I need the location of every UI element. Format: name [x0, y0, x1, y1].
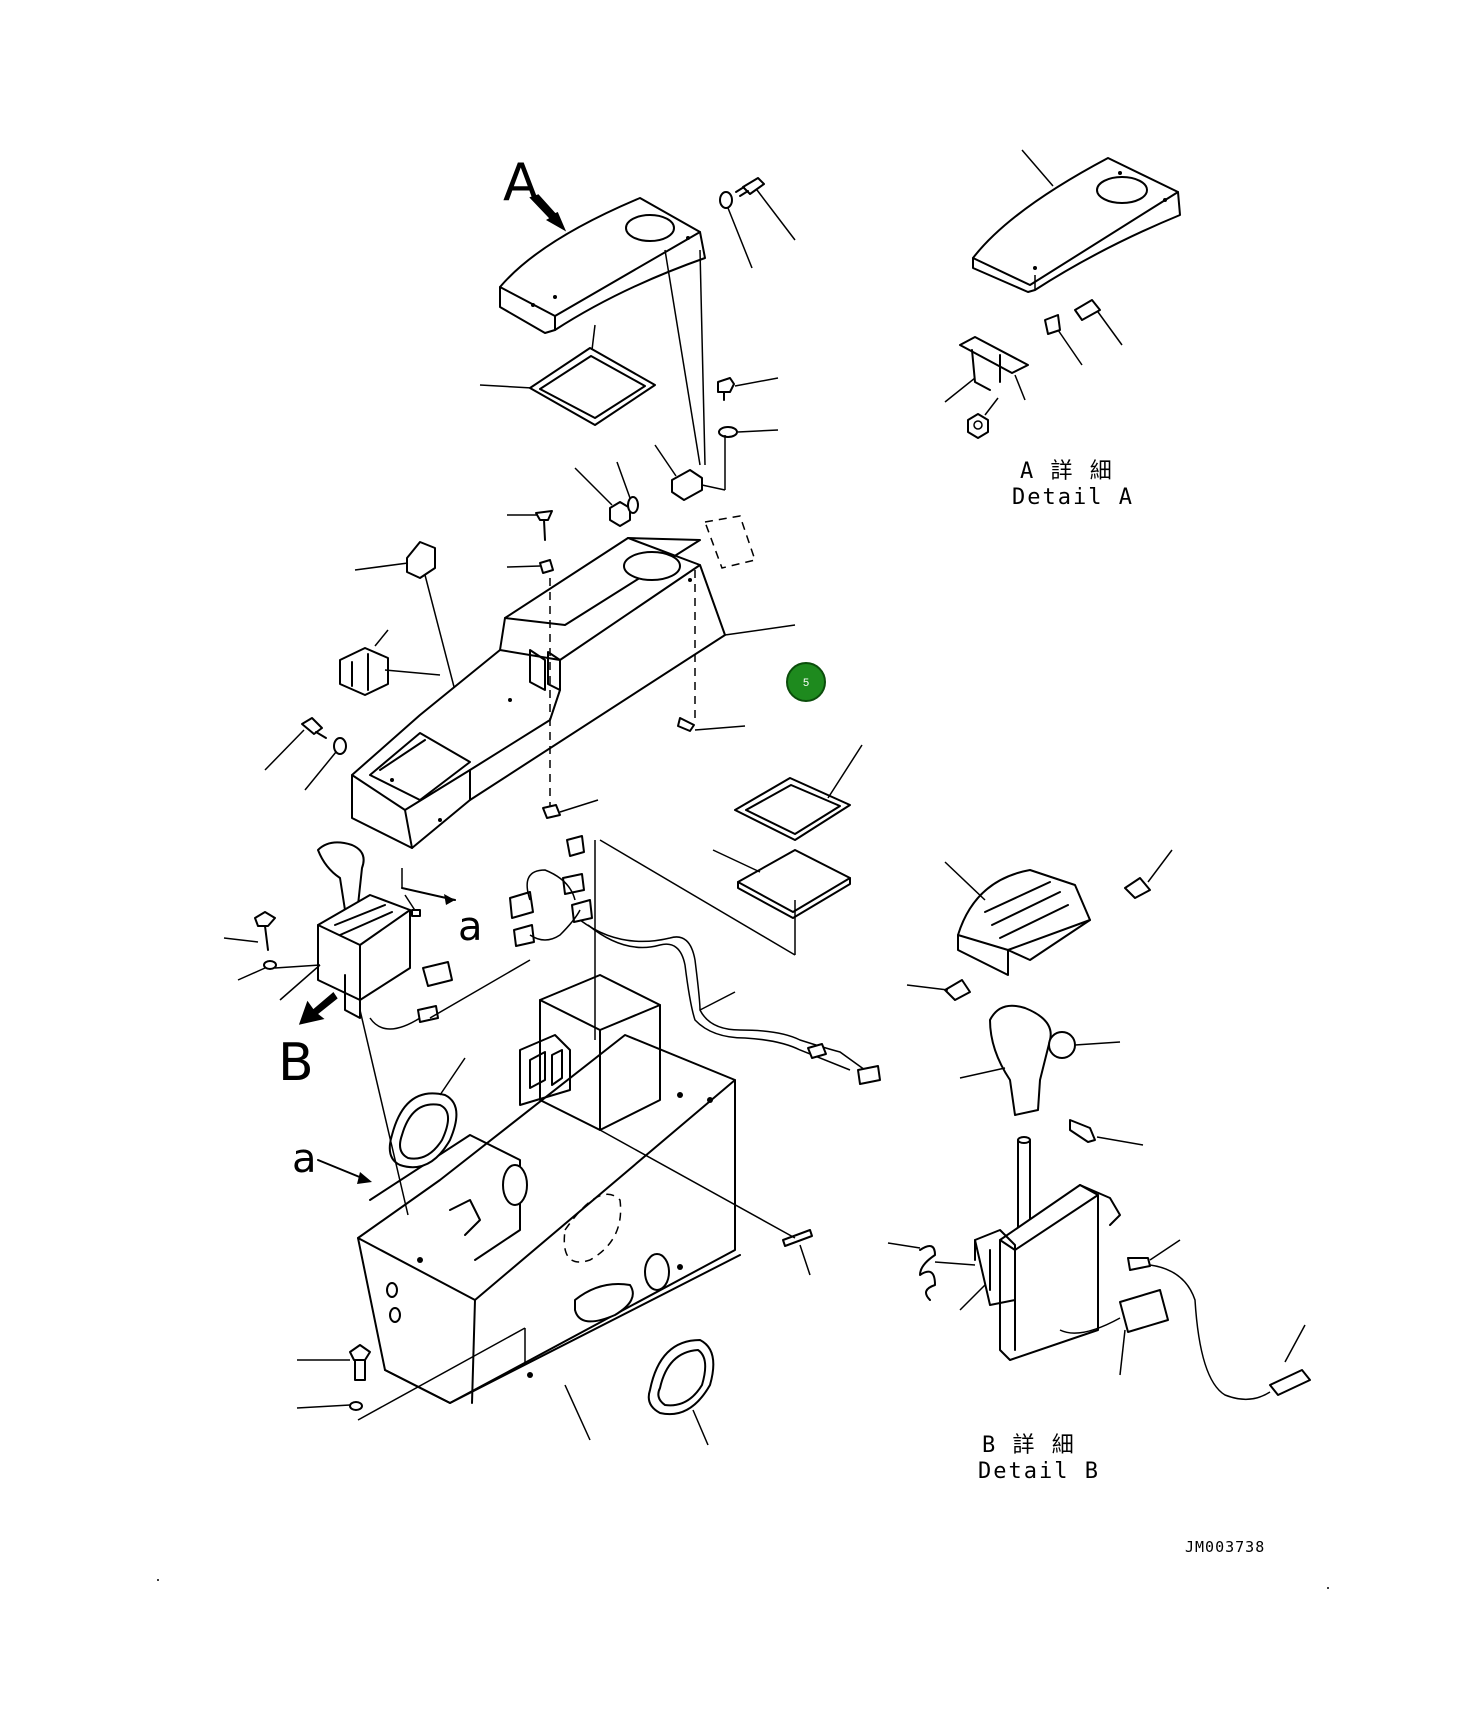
bolt-left-upper	[264, 717, 347, 791]
detail-b-sensor	[1127, 1239, 1311, 1401]
callout-badge-5[interactable]: 5	[786, 662, 826, 702]
hinge-bracket	[654, 249, 726, 501]
gasket-oval-left	[388, 1057, 466, 1169]
screw-upper	[507, 510, 553, 541]
detail-a-nut	[967, 397, 999, 439]
detail-b-knob	[959, 1004, 1121, 1116]
pin-console	[677, 717, 746, 732]
detail-a-bolt	[1044, 299, 1123, 366]
pad-frame-right	[734, 744, 863, 841]
view-label-a-lower-right: a	[458, 904, 483, 950]
detail-a-caption-jp: A 詳 細	[1020, 459, 1114, 484]
armrest-pad	[529, 347, 656, 426]
detail-b-caption-en: Detail B	[978, 1459, 1100, 1484]
wire-harness	[509, 835, 881, 1085]
detail-b-caption-jp: B 詳 細	[982, 1433, 1076, 1458]
detail-b-lever-assy	[974, 1136, 1121, 1361]
detail-b-bolt-upper	[1124, 849, 1173, 899]
detail-b-bolt-left	[906, 979, 971, 1001]
shift-lever-assy	[317, 841, 411, 1019]
arrow-a-icon	[529, 194, 567, 232]
detail-a-bracket	[944, 275, 1036, 403]
detail-b-spring	[887, 1242, 976, 1301]
connector-lever	[369, 959, 531, 1030]
console-box-upper	[351, 537, 726, 849]
detail-b-screw	[1069, 1119, 1144, 1146]
bolt-right-mid	[717, 377, 779, 438]
pad-sheet-right	[712, 849, 851, 919]
view-label-a: A	[503, 153, 539, 213]
clip-lower	[542, 799, 599, 819]
view-label-b: B	[278, 1033, 314, 1093]
switch-double	[339, 629, 441, 696]
arrow-b-icon	[298, 992, 338, 1025]
detail-a-caption-en: Detail A	[1012, 485, 1134, 510]
bolt-top-right	[719, 177, 796, 269]
console-frame-lower	[357, 974, 741, 1404]
bolt-bottom-left	[296, 1327, 526, 1421]
view-label-a-lower-left: a	[292, 1136, 317, 1182]
detail-b-cover	[944, 861, 1091, 976]
detail-a-cover	[972, 149, 1181, 293]
gasket-oval-right	[647, 1339, 715, 1446]
drawing-code: JM003738	[1185, 1538, 1265, 1556]
clip-upper	[506, 559, 554, 574]
gasket-plate	[703, 515, 756, 569]
detail-b-connector	[1059, 1289, 1169, 1376]
bolt-lever	[223, 911, 321, 1001]
armrest-cover-top	[499, 197, 706, 334]
pin-lower	[599, 1129, 813, 1276]
nut-washer	[574, 461, 639, 527]
callout-badge-label: 5	[803, 677, 809, 689]
